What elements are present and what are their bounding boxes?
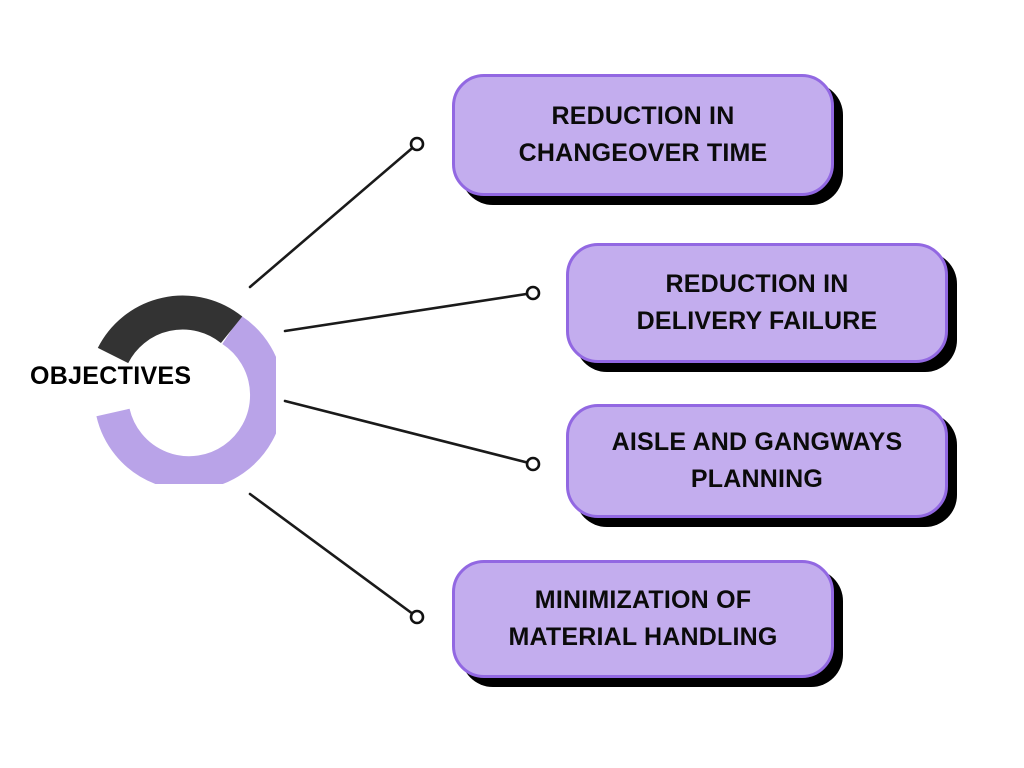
connector-line-3 (248, 492, 425, 625)
donut-segment-purple (96, 315, 285, 491)
donut-svg (96, 295, 285, 491)
node-label: AISLE AND GANGWAYS PLANNING (611, 428, 903, 493)
connector-endpoint-1 (525, 285, 541, 301)
donut-segment-dark (97, 295, 243, 364)
connector-endpoint-0 (409, 136, 425, 152)
node-label: REDUCTION IN DELIVERY FAILURE (636, 270, 878, 335)
connector-line-2 (283, 399, 541, 472)
node-label: MINIMIZATION OF MATERIAL HANDLING (508, 586, 778, 651)
connector-endpoint-3 (409, 609, 425, 625)
node-minimization-material-handling[interactable]: MINIMIZATION OF MATERIAL HANDLING (452, 560, 834, 678)
connector-line-0 (248, 136, 425, 289)
hub-donut-ring (96, 284, 285, 491)
node-label: REDUCTION IN CHANGEOVER TIME (518, 102, 768, 167)
node-reduction-delivery-failure[interactable]: REDUCTION IN DELIVERY FAILURE (566, 243, 948, 363)
node-reduction-changeover-time[interactable]: REDUCTION IN CHANGEOVER TIME (452, 74, 834, 196)
connector-line-1 (283, 285, 541, 333)
hub-label: OBJECTIVES (30, 362, 192, 390)
connector-endpoint-2 (525, 456, 541, 472)
node-aisle-gangways-planning[interactable]: AISLE AND GANGWAYS PLANNING (566, 404, 948, 518)
